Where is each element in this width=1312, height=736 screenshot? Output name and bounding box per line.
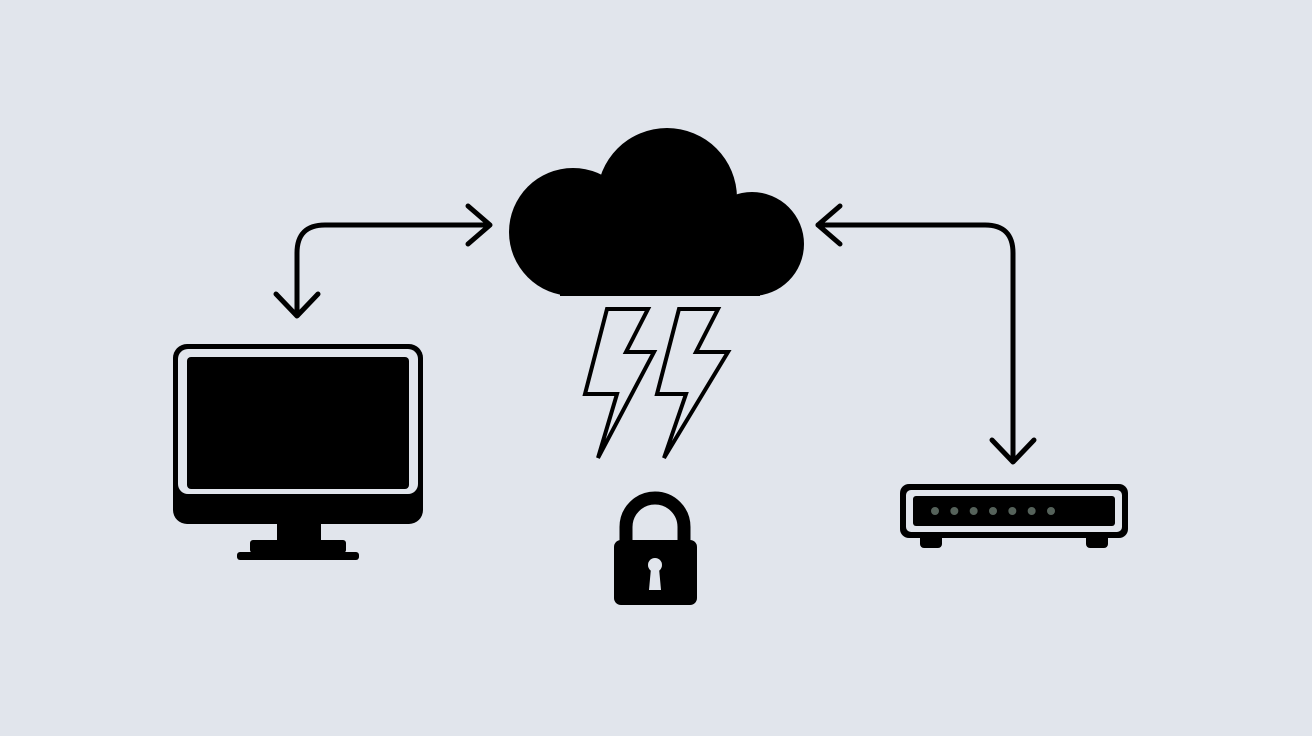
arrowhead-to-monitor <box>273 291 321 319</box>
keyhole-slot <box>649 568 661 590</box>
router-led <box>1027 507 1036 515</box>
monitor-icon <box>173 344 423 560</box>
router-led <box>931 507 939 515</box>
lightning-bolt-icon <box>654 307 732 460</box>
router-leds <box>931 507 1055 515</box>
cloud-icon <box>509 128 804 296</box>
connector-line-left <box>294 222 491 318</box>
connector-cloud-monitor <box>273 203 493 319</box>
router-led <box>1047 507 1055 515</box>
padlock-icon <box>614 491 697 605</box>
arrowhead-to-cloud-left <box>465 203 493 247</box>
router-led <box>950 507 959 515</box>
router-led <box>1008 507 1017 515</box>
lightning-group <box>582 307 732 460</box>
arrowhead-to-router <box>989 437 1037 465</box>
router-led <box>989 507 997 515</box>
connector-cloud-router <box>815 203 1037 465</box>
connector-line-right <box>815 222 1016 463</box>
router-icon <box>900 484 1128 548</box>
lightning-bolt-icon <box>582 307 658 459</box>
arrowhead-to-cloud-right <box>815 203 843 247</box>
router-led <box>969 507 978 515</box>
